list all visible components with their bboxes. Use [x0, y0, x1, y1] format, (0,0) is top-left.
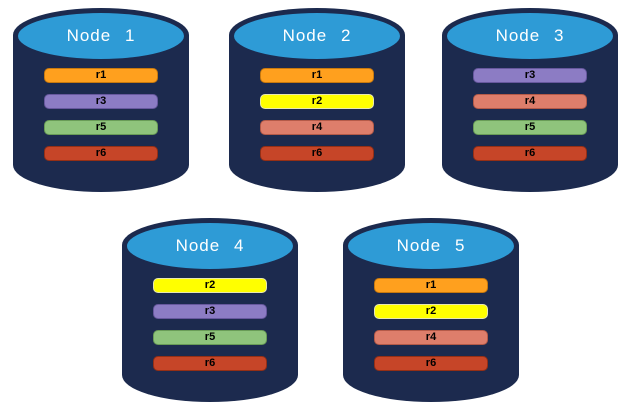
replica-bar: r3	[153, 304, 267, 319]
node-cylinder: Node 3 r3 r4 r5 r6	[442, 8, 618, 192]
node-cylinder: Node 5 r1 r2 r4 r6	[343, 218, 519, 402]
replica-bar: r6	[260, 146, 374, 161]
replica-list: r2 r3 r5 r6	[122, 278, 298, 371]
replica-bar: r6	[44, 146, 158, 161]
node-label: Node 1	[66, 26, 136, 45]
cylinder-top-ellipse: Node 1	[16, 11, 186, 61]
node-label: Node 5	[396, 236, 466, 255]
replica-bar: r1	[44, 68, 158, 83]
replica-bar: r2	[153, 278, 267, 293]
replica-bar: r5	[473, 120, 587, 135]
node-cylinder: Node 2 r1 r2 r4 r6	[229, 8, 405, 192]
replica-bar: r2	[374, 304, 488, 319]
cylinder-top-ellipse: Node 5	[346, 221, 516, 271]
replica-list: r1 r2 r4 r6	[343, 278, 519, 371]
replica-bar: r3	[44, 94, 158, 109]
replica-bar: r1	[260, 68, 374, 83]
cylinder-top-ellipse: Node 2	[232, 11, 402, 61]
node-cylinder: Node 1 r1 r3 r5 r6	[13, 8, 189, 192]
cylinder-top-ellipse: Node 3	[445, 11, 615, 61]
replica-list: r3 r4 r5 r6	[442, 68, 618, 161]
replica-bar: r4	[374, 330, 488, 345]
node-cylinder: Node 4 r2 r3 r5 r6	[122, 218, 298, 402]
replica-bar: r1	[374, 278, 488, 293]
replica-bar: r4	[260, 120, 374, 135]
cylinder-top-ellipse: Node 4	[125, 221, 295, 271]
replica-bar: r5	[153, 330, 267, 345]
replica-bar: r6	[473, 146, 587, 161]
replica-bar: r4	[473, 94, 587, 109]
replica-bar: r6	[374, 356, 488, 371]
node-label: Node 4	[175, 236, 245, 255]
replica-list: r1 r2 r4 r6	[229, 68, 405, 161]
replica-bar: r2	[260, 94, 374, 109]
replica-bar: r5	[44, 120, 158, 135]
replica-list: r1 r3 r5 r6	[13, 68, 189, 161]
node-label: Node 3	[495, 26, 565, 45]
replica-bar: r3	[473, 68, 587, 83]
replica-bar: r6	[153, 356, 267, 371]
node-label: Node 2	[282, 26, 352, 45]
